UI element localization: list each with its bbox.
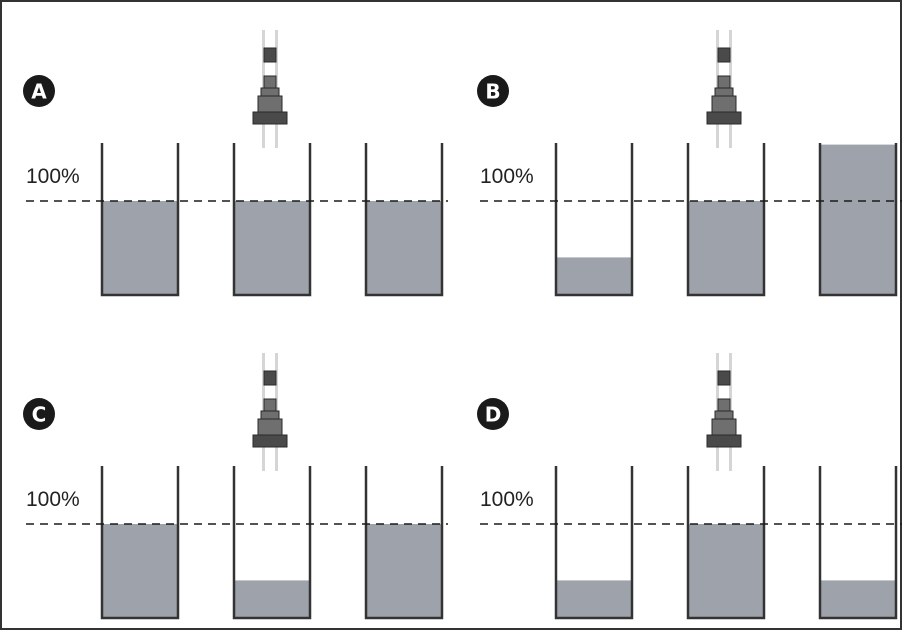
badge-letter: D (485, 403, 502, 427)
sensor-base (706, 434, 742, 448)
tank-fill (820, 580, 896, 618)
tank-outline (686, 466, 766, 620)
badge-letter: C (32, 403, 47, 427)
badge-letter: A (31, 80, 47, 104)
tank-1 (100, 466, 180, 620)
tank-3 (818, 466, 898, 620)
sensor-body (257, 418, 283, 436)
sensor-neck (263, 398, 277, 412)
sensor-top-block (717, 370, 731, 386)
sensor-base (252, 434, 288, 448)
tank-3 (364, 143, 444, 297)
tank-2 (232, 143, 312, 297)
sensor-top-block (263, 370, 277, 386)
tank-outline (100, 466, 180, 620)
badge-circle-icon (477, 75, 509, 107)
badge-letter: B (485, 80, 500, 104)
level-label-100: 100% (480, 488, 534, 511)
tank-fill (556, 580, 632, 618)
sensor-body (711, 418, 737, 436)
level-label-100: 100% (26, 165, 80, 188)
tank-3 (364, 466, 444, 620)
panel-badge-a: A (23, 75, 55, 107)
tank-fill (234, 580, 310, 618)
tank-fill (366, 524, 442, 618)
badge-circle-icon (23, 398, 55, 430)
sensor-collar (260, 87, 280, 97)
sensor-body (257, 95, 283, 113)
panel-a: A 100% (23, 30, 448, 297)
sensor-collar (714, 410, 734, 420)
sensor-base (706, 111, 742, 125)
sensor-top-block (717, 47, 731, 63)
panel-d: D 100% (477, 353, 902, 620)
tank-3 (818, 143, 898, 297)
tank-fill (102, 524, 178, 618)
level-sensor-icon (706, 30, 742, 148)
sensor-collar (260, 410, 280, 420)
tank-1 (554, 143, 634, 297)
panels-layer: A 100% B 100% C 100% D 100% (23, 30, 902, 620)
level-sensor-icon (252, 30, 288, 148)
tank-outline (686, 143, 766, 297)
badge-circle-icon (477, 398, 509, 430)
sensor-neck (717, 398, 731, 412)
tank-1 (100, 143, 180, 297)
badge-circle-icon (23, 75, 55, 107)
tank-fill (234, 201, 310, 295)
tank-outline (100, 143, 180, 297)
panel-badge-b: B (477, 75, 509, 107)
sensor-top-block (263, 47, 277, 63)
tank-2 (232, 466, 312, 620)
tank-2 (686, 143, 766, 297)
tank-outline (364, 466, 444, 620)
level-label-100: 100% (480, 165, 534, 188)
panel-badge-c: C (23, 398, 55, 430)
sensor-base (252, 111, 288, 125)
tank-outline (554, 143, 634, 297)
tank-outline (364, 143, 444, 297)
tank-fill (820, 144, 896, 295)
panel-c: C 100% (23, 353, 448, 620)
level-sensor-icon (706, 353, 742, 471)
tank-outline (232, 466, 312, 620)
sensor-neck (717, 75, 731, 89)
panel-badge-d: D (477, 398, 509, 430)
level-sensor-icon (252, 353, 288, 471)
tank-2 (686, 466, 766, 620)
tank-outline (818, 143, 898, 297)
tank-outline (818, 466, 898, 620)
tank-fill (102, 201, 178, 295)
tank-outline (232, 143, 312, 297)
tank-fill (688, 524, 764, 618)
sensor-collar (714, 87, 734, 97)
sensor-body (711, 95, 737, 113)
tank-outline (554, 466, 634, 620)
tank-fill (366, 201, 442, 295)
sensor-neck (263, 75, 277, 89)
tank-fill (688, 201, 764, 295)
tank-1 (554, 466, 634, 620)
level-label-100: 100% (26, 488, 80, 511)
panel-b: B 100% (477, 30, 902, 297)
tank-fill (556, 257, 632, 295)
